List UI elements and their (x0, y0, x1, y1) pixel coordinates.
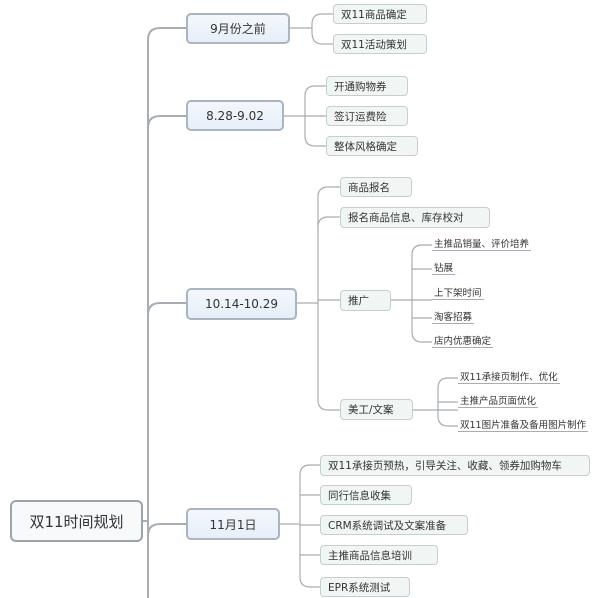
node-product-signup[interactable]: 商品报名 (340, 177, 412, 197)
node-training[interactable]: 主推商品信息培训 (320, 545, 438, 565)
branch-before-september[interactable]: 9月份之前 (186, 13, 290, 44)
node-epr-test[interactable]: EPR系统测试 (320, 577, 410, 597)
root-node[interactable]: 双11时间规划 (10, 500, 143, 542)
node-shipping-insurance[interactable]: 签订运费险 (326, 106, 408, 126)
node-coupon[interactable]: 开通购物券 (326, 76, 408, 96)
leaf-diamond-booth[interactable]: 钻展 (432, 263, 456, 275)
leaf-landing-page[interactable]: 双11承接页制作、优化 (458, 372, 560, 384)
node-preheat[interactable]: 双11承接页预热，引导关注、收藏、领券加购物车 (320, 455, 590, 476)
node-promotion[interactable]: 推广 (340, 290, 391, 311)
leaf-affiliate[interactable]: 淘客招募 (432, 312, 475, 324)
node-activity-plan[interactable]: 双11活动策划 (333, 34, 427, 54)
branch-nov-1[interactable]: 11月1日 (186, 508, 280, 540)
node-inventory-check[interactable]: 报名商品信息、库存校对 (340, 207, 490, 228)
leaf-store-discount[interactable]: 店内优惠确定 (432, 336, 494, 348)
leaf-product-page[interactable]: 主推产品页面优化 (458, 396, 539, 408)
leaf-listing-time[interactable]: 上下架时间 (432, 288, 484, 300)
branch-0828-0902[interactable]: 8.28-9.02 (186, 100, 284, 131)
node-product-confirm[interactable]: 双11商品确定 (333, 4, 427, 24)
node-crm[interactable]: CRM系统调试及文案准备 (320, 515, 468, 535)
node-style-confirm[interactable]: 整体风格确定 (326, 136, 418, 156)
node-competitor-info[interactable]: 同行信息收集 (320, 485, 412, 505)
leaf-sales-review[interactable]: 主推品销量、评价培养 (432, 239, 532, 251)
branch-1014-1029[interactable]: 10.14-10.29 (186, 288, 297, 320)
node-design-copy[interactable]: 美工/文案 (340, 399, 413, 420)
leaf-images[interactable]: 双11图片准备及备用图片制作 (458, 420, 589, 432)
